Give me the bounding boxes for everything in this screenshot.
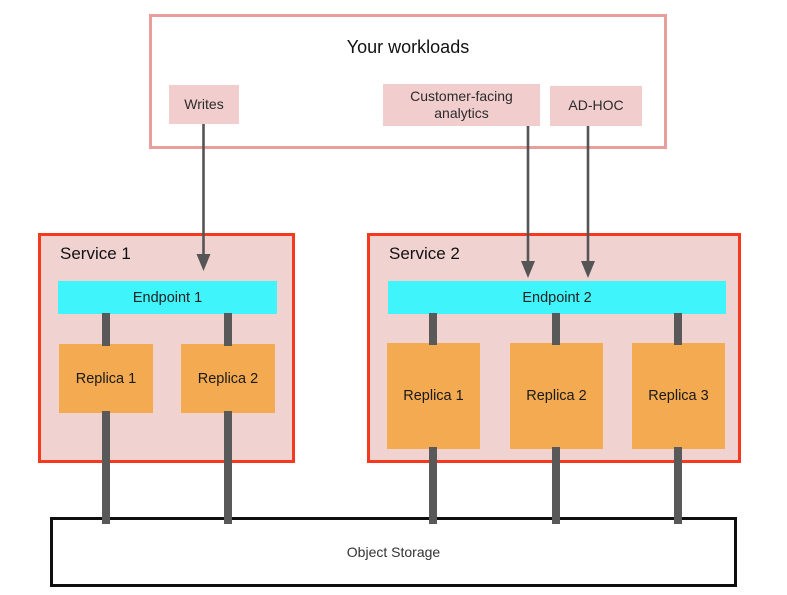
workload-chip-writes: Writes xyxy=(169,85,239,124)
service-1-replica-1: Replica 1 xyxy=(59,344,153,413)
service-2-replica-2: Replica 2 xyxy=(510,343,603,449)
service-1-name: Service 1 xyxy=(60,244,131,263)
workloads-title: Your workloads xyxy=(346,37,470,57)
workloads-panel: Your workloads xyxy=(149,14,667,149)
workload-chip-ad-hoc: AD-HOC xyxy=(550,86,642,126)
object-storage-box: Object Storage xyxy=(50,517,737,587)
service-2-endpoint: Endpoint 2 xyxy=(388,281,726,314)
object-storage-label: Object Storage xyxy=(346,544,441,560)
service-1-replica-2: Replica 2 xyxy=(181,344,275,413)
workload-chip-customer-facing-analytics: Customer-facing analytics xyxy=(383,84,540,126)
service-2-replica-1: Replica 1 xyxy=(387,343,480,449)
service-2-replica-3: Replica 3 xyxy=(632,343,725,449)
service-1-endpoint: Endpoint 1 xyxy=(58,281,277,314)
service-2-name: Service 2 xyxy=(389,244,460,263)
